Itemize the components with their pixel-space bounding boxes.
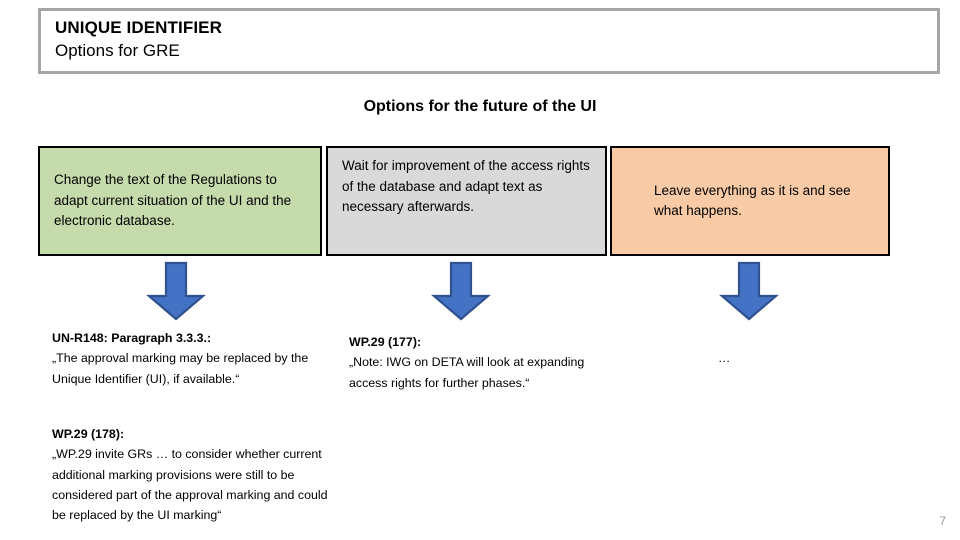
option-box-change-regulations: Change the text of the Regulations to ad…: [38, 146, 322, 256]
note-title: UN-R148: Paragraph 3.3.3.:: [52, 331, 212, 345]
note-title: WP.29 (177):: [349, 335, 422, 349]
slide-title-box: UNIQUE IDENTIFIER Options for GRE: [38, 8, 940, 74]
note-placeholder-ellipsis: …: [718, 348, 818, 368]
note-body: „WP.29 invite GRs … to consider whether …: [52, 447, 328, 523]
option-box-leave-everything: Leave everything as it is and see what h…: [610, 146, 890, 256]
option-box-text: Wait for improvement of the access right…: [342, 158, 590, 214]
note-wp29-177: WP.29 (177): „Note: IWG on DETA will loo…: [349, 332, 609, 393]
page-number: 7: [939, 514, 946, 528]
option-box-wait-improvement: Wait for improvement of the access right…: [326, 146, 607, 256]
note-body: „Note: IWG on DETA will look at expandin…: [349, 355, 585, 390]
option-box-text: Change the text of the Regulations to ad…: [54, 172, 292, 229]
note-title: WP.29 (178):: [52, 427, 125, 441]
note-body: …: [718, 351, 731, 365]
slide-title-primary: UNIQUE IDENTIFIER: [55, 18, 222, 37]
note-un-r148: UN-R148: Paragraph 3.3.3.: „The approval…: [52, 328, 322, 389]
arrow-down-icon: [430, 261, 492, 321]
arrow-down-icon: [145, 261, 207, 321]
section-heading: Options for the future of the UI: [363, 98, 597, 115]
option-box-text: Leave everything as it is and see what h…: [654, 182, 851, 219]
arrow-down-icon: [718, 261, 780, 321]
note-wp29-178: WP.29 (178): „WP.29 invite GRs … to cons…: [52, 424, 332, 525]
slide-title-secondary: Options for GRE: [55, 41, 180, 60]
note-body: „The approval marking may be replaced by…: [52, 351, 309, 386]
